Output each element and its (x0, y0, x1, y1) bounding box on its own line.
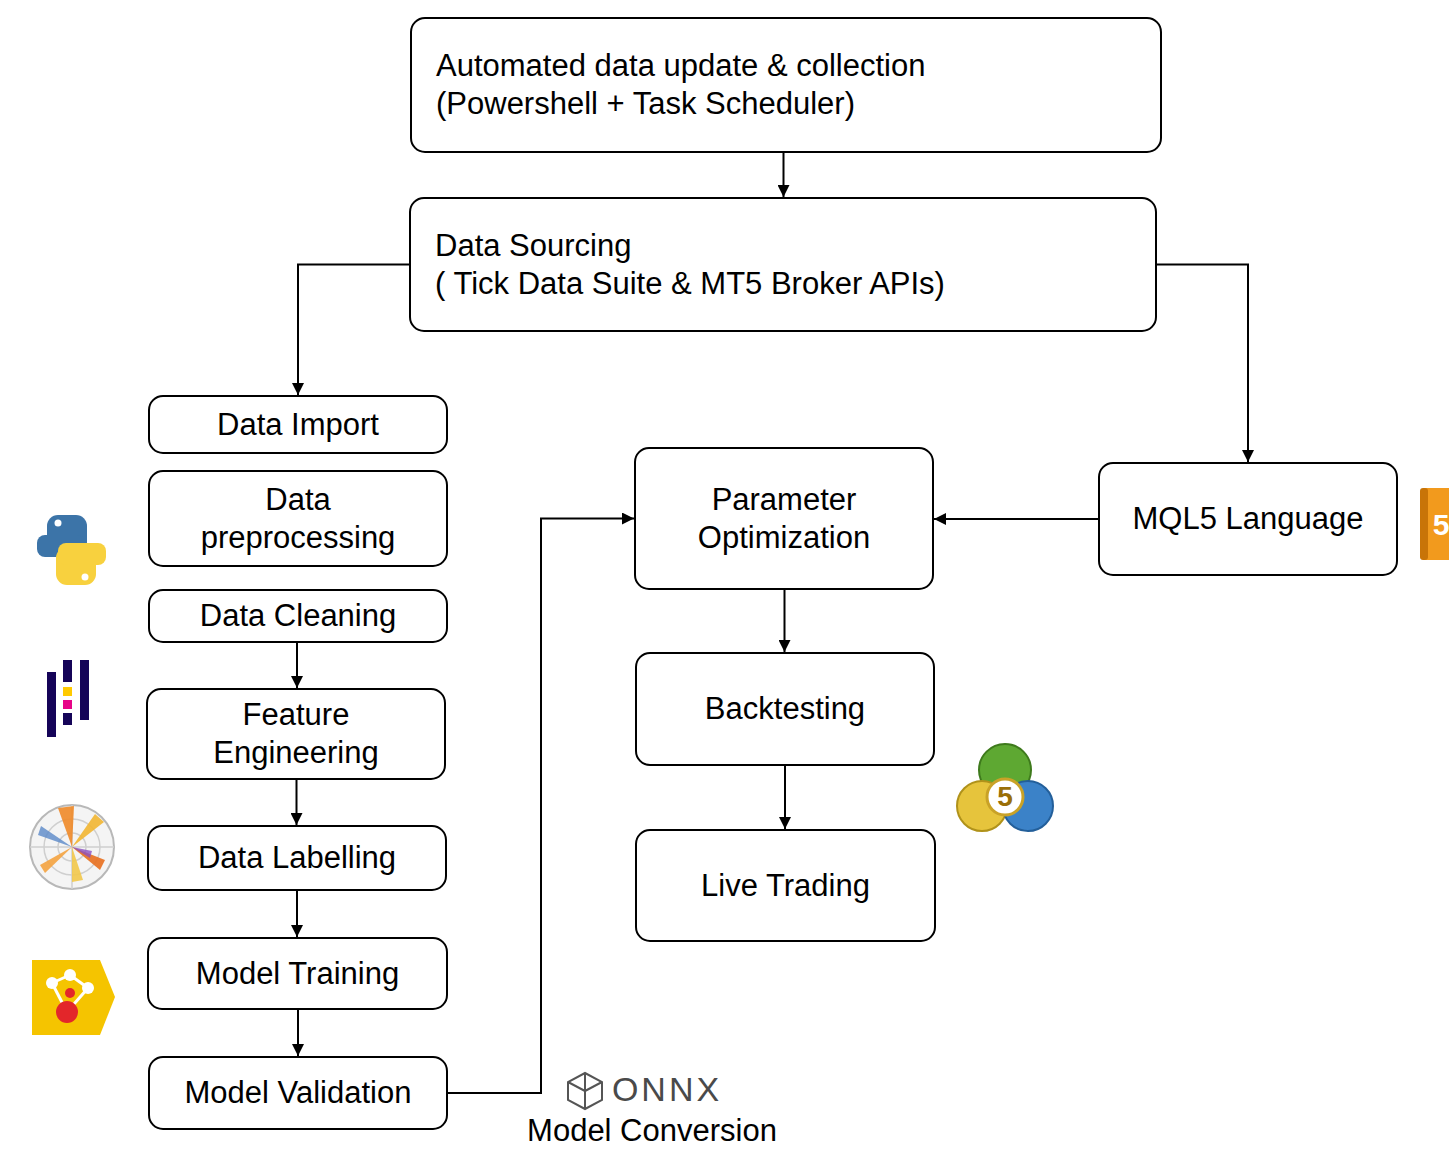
box-label: Data Cleaning (200, 597, 396, 635)
polar-chart-logo (30, 805, 114, 889)
metatrader-logo-part (987, 779, 1023, 815)
mql5-logo (1420, 488, 1449, 560)
box-label: (Powershell + Task Scheduler) (436, 85, 855, 123)
pandas-logo-part (63, 713, 72, 725)
pandas-logo-part (63, 660, 72, 682)
polar-chart-logo-part (40, 847, 72, 873)
box-label: Data Labelling (198, 839, 396, 877)
flow-arrow (934, 518, 1098, 520)
model-logo-part (64, 969, 76, 981)
process-box: Data Import (148, 395, 448, 454)
process-box: Live Trading (635, 829, 936, 942)
onnx-logo-part (568, 1073, 602, 1109)
flow-arrow (296, 780, 298, 825)
header-box: Automated data update & collection(Power… (410, 17, 1162, 153)
box-label: Parameter Optimization (659, 481, 909, 557)
polar-chart-logo-part (30, 805, 114, 889)
process-box: Feature Engineering (146, 688, 446, 780)
box-label: Model Training (196, 955, 399, 993)
pandas-logo-part (47, 672, 56, 737)
flow-arrow (1157, 265, 1248, 463)
python-logo-part (82, 574, 89, 581)
process-box: Backtesting (635, 652, 935, 766)
model-logo-part (46, 977, 58, 989)
python-logo-part (55, 520, 62, 527)
metatrader-logo (957, 744, 1053, 831)
box-label: Automated data update & collection (436, 47, 925, 85)
pandas-logo-part (80, 660, 89, 720)
process-box: Data Cleaning (148, 589, 448, 643)
process-box: Model Validation (148, 1056, 448, 1130)
flow-arrow (298, 265, 409, 396)
onnx-logo-part (584, 1073, 586, 1091)
box-label: MQL5 Language (1133, 500, 1364, 538)
mql5-logo-part (1420, 488, 1428, 560)
polar-chart-logo-part (72, 847, 92, 858)
flow-arrow (784, 590, 786, 652)
process-box: Data preprocessing (148, 470, 448, 567)
box-label: Backtesting (705, 690, 865, 728)
flow-arrow (296, 643, 298, 688)
logo-number: 5 (997, 782, 1013, 813)
onnx-logo-part (584, 1091, 586, 1109)
flow-arrow (297, 1010, 299, 1056)
source-box: Data Sourcing( Tick Data Suite & MT5 Bro… (409, 197, 1157, 332)
flow-arrow (783, 153, 785, 197)
logo-wordmark: ONNX (612, 1071, 722, 1108)
pandas-logo-part (63, 700, 72, 709)
annotation-label: Model Conversion (527, 1114, 777, 1148)
mql5-logo-part (1420, 488, 1449, 560)
model-logo-part (82, 982, 94, 994)
polar-chart-logo-part (38, 826, 72, 847)
process-box: Parameter Optimization (634, 447, 934, 590)
python-logo-part (58, 543, 106, 565)
onnx-logo (568, 1073, 602, 1109)
pandas-logo (47, 660, 89, 737)
process-box: Model Training (147, 937, 448, 1010)
box-label: Data Import (217, 406, 379, 444)
pandas-logo-part (63, 687, 72, 696)
polar-chart-logo-part (72, 814, 104, 847)
model-logo-part (56, 1001, 78, 1023)
flow-arrow (784, 766, 786, 829)
box-label: Data Sourcing (435, 227, 631, 265)
box-label: Model Validation (185, 1074, 412, 1112)
box-label: Data preprocessing (173, 481, 423, 557)
model-logo-part (32, 960, 115, 1035)
model-logo-part (65, 988, 75, 998)
flow-arrow (448, 519, 634, 1094)
process-box: MQL5 Language (1098, 462, 1398, 576)
box-label: Live Trading (701, 867, 870, 905)
flow-arrow (296, 891, 298, 937)
python-logo (37, 515, 106, 585)
box-label: ( Tick Data Suite & MT5 Broker APIs) (435, 265, 945, 303)
model-logo (32, 960, 115, 1035)
logo-number: 5 (1433, 508, 1449, 541)
process-box: Data Labelling (147, 825, 447, 891)
box-label: Feature Engineering (171, 696, 421, 772)
